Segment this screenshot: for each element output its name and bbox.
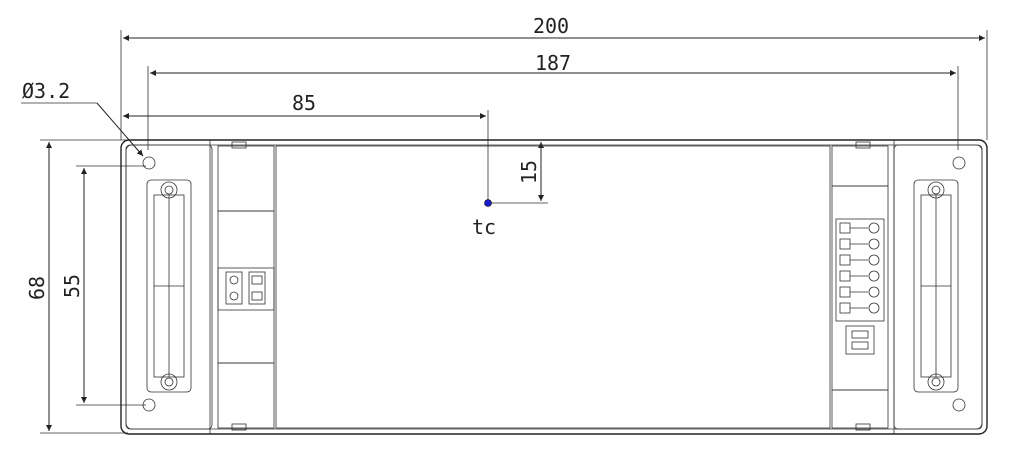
tc-point: tc — [472, 199, 496, 239]
terminal-row — [839, 222, 880, 234]
dimension-tc-offset-x: 85 — [123, 91, 489, 203]
dim-label-15: 15 — [517, 160, 541, 184]
terminal-row — [839, 270, 880, 282]
dim-label-187: 187 — [535, 51, 571, 75]
terminal-row — [839, 302, 880, 314]
mounting-hole-top-right — [952, 156, 966, 170]
dim-label-68: 68 — [25, 276, 49, 300]
left-end-cap — [125, 144, 213, 430]
dimension-hole-spacing: 187 — [147, 51, 959, 150]
tc-marker — [484, 199, 492, 207]
mounting-hole-bottom-right — [952, 398, 966, 412]
dimension-hole-diameter: Ø3.2 — [21, 79, 144, 157]
dim-label-85: 85 — [292, 91, 316, 115]
body-panel — [275, 145, 831, 429]
left-terminal-block — [217, 141, 275, 431]
dim-label-200: 200 — [533, 14, 569, 38]
terminal-row — [839, 254, 880, 266]
right-end-cap — [893, 144, 983, 430]
terminal-row — [839, 238, 880, 250]
dip-switch — [845, 325, 875, 355]
mounting-hole-bottom-left — [142, 398, 156, 412]
tc-label: tc — [472, 215, 496, 239]
dimension-overall-length: 200 — [120, 14, 988, 140]
dimension-hole-spacing-vertical: 55 — [60, 165, 146, 406]
right-terminal-block — [831, 141, 889, 431]
dimension-tc-offset-y: 15 — [490, 142, 548, 204]
dimension-overall-height: 68 — [25, 139, 128, 434]
mounting-hole-top-left — [142, 156, 156, 170]
terminal-row — [839, 286, 880, 298]
dim-label-hole-diameter: Ø3.2 — [22, 79, 70, 103]
dim-label-55: 55 — [60, 274, 84, 298]
